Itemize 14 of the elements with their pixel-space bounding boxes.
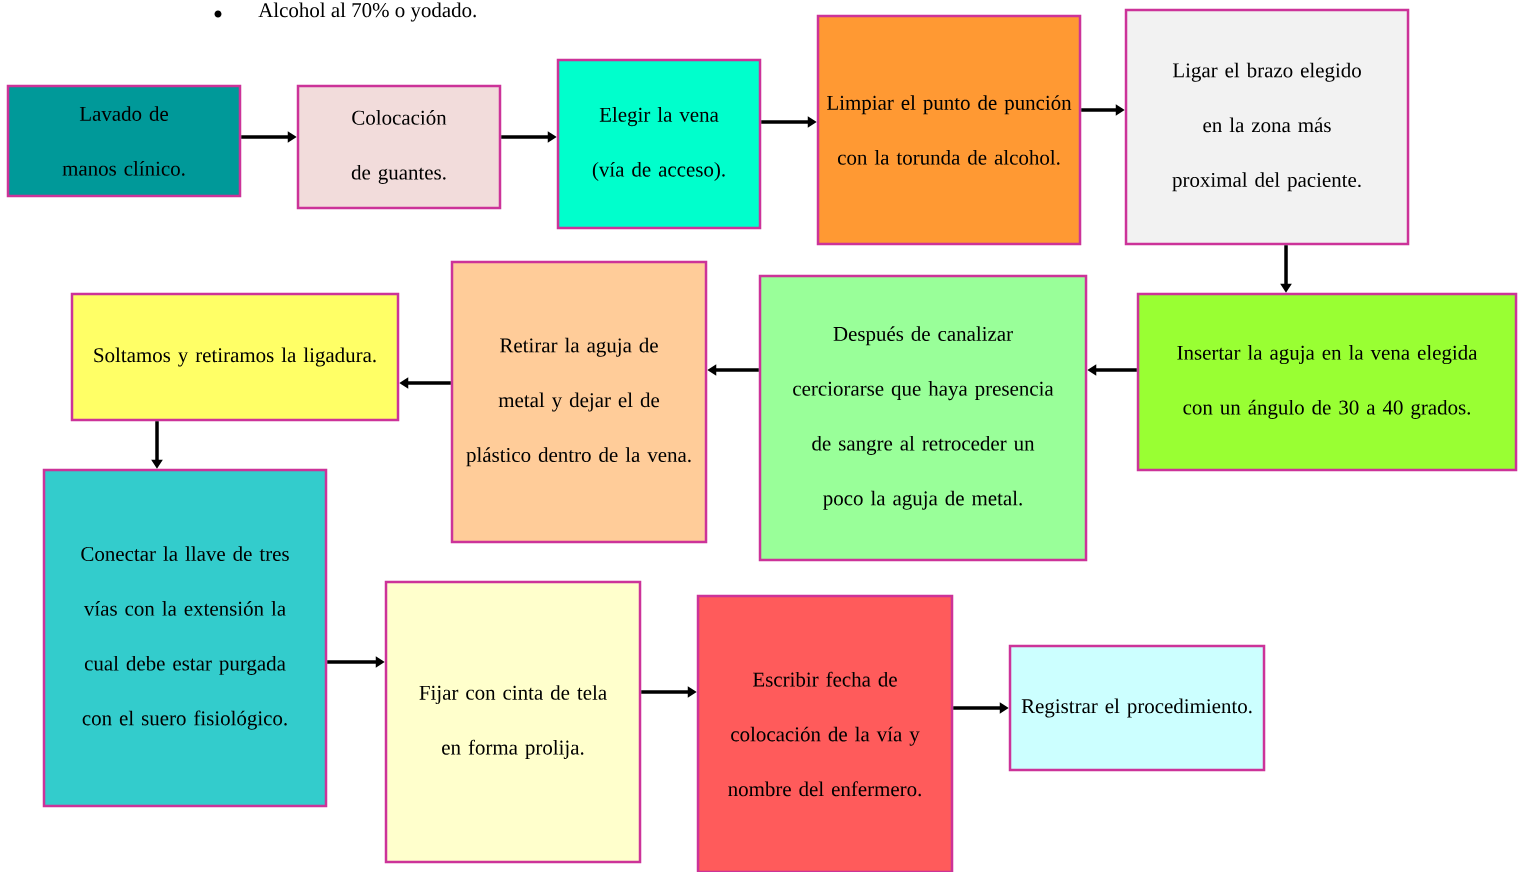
step-box: Registrar el procedimiento. [1008, 644, 1266, 772]
step-box: Después de canalizar cerciorarse que haya presencia de sangre al retroceder un poco la aguja de metal. [758, 274, 1088, 562]
step-box: Retirar la aguja de metal y dejar el de plástico dentro de la vena. [450, 260, 708, 544]
step-box: Soltamos y retiramos la ligadura. [70, 292, 400, 422]
step-box: Escribir fecha de colocación de la vía y nombre del enfermero. [696, 594, 954, 872]
step-box: Insertar la aguja en la vena elegida con un ángulo de 30 a 40 grados. [1136, 292, 1518, 472]
step-box: Lavado de manos clínico. [6, 84, 242, 198]
step-box: Limpiar el punto de punción con la torunda de alcohol. [816, 14, 1082, 246]
step-box: Fijar con cinta de tela en forma prolija. [384, 580, 642, 864]
step-box: Ligar el brazo elegido en la zona más proximal del paciente. [1124, 8, 1410, 246]
step-box: Elegir la vena (vía de acceso). [556, 58, 762, 230]
step-box: Colocación de guantes. [296, 84, 502, 210]
step-box: Conectar la llave de tres vías con la extensión la cual debe estar purgada con el suero fisiológico. [42, 468, 328, 808]
bullet-text: Alcohol al 70% o yodado. [258, 2, 476, 22]
